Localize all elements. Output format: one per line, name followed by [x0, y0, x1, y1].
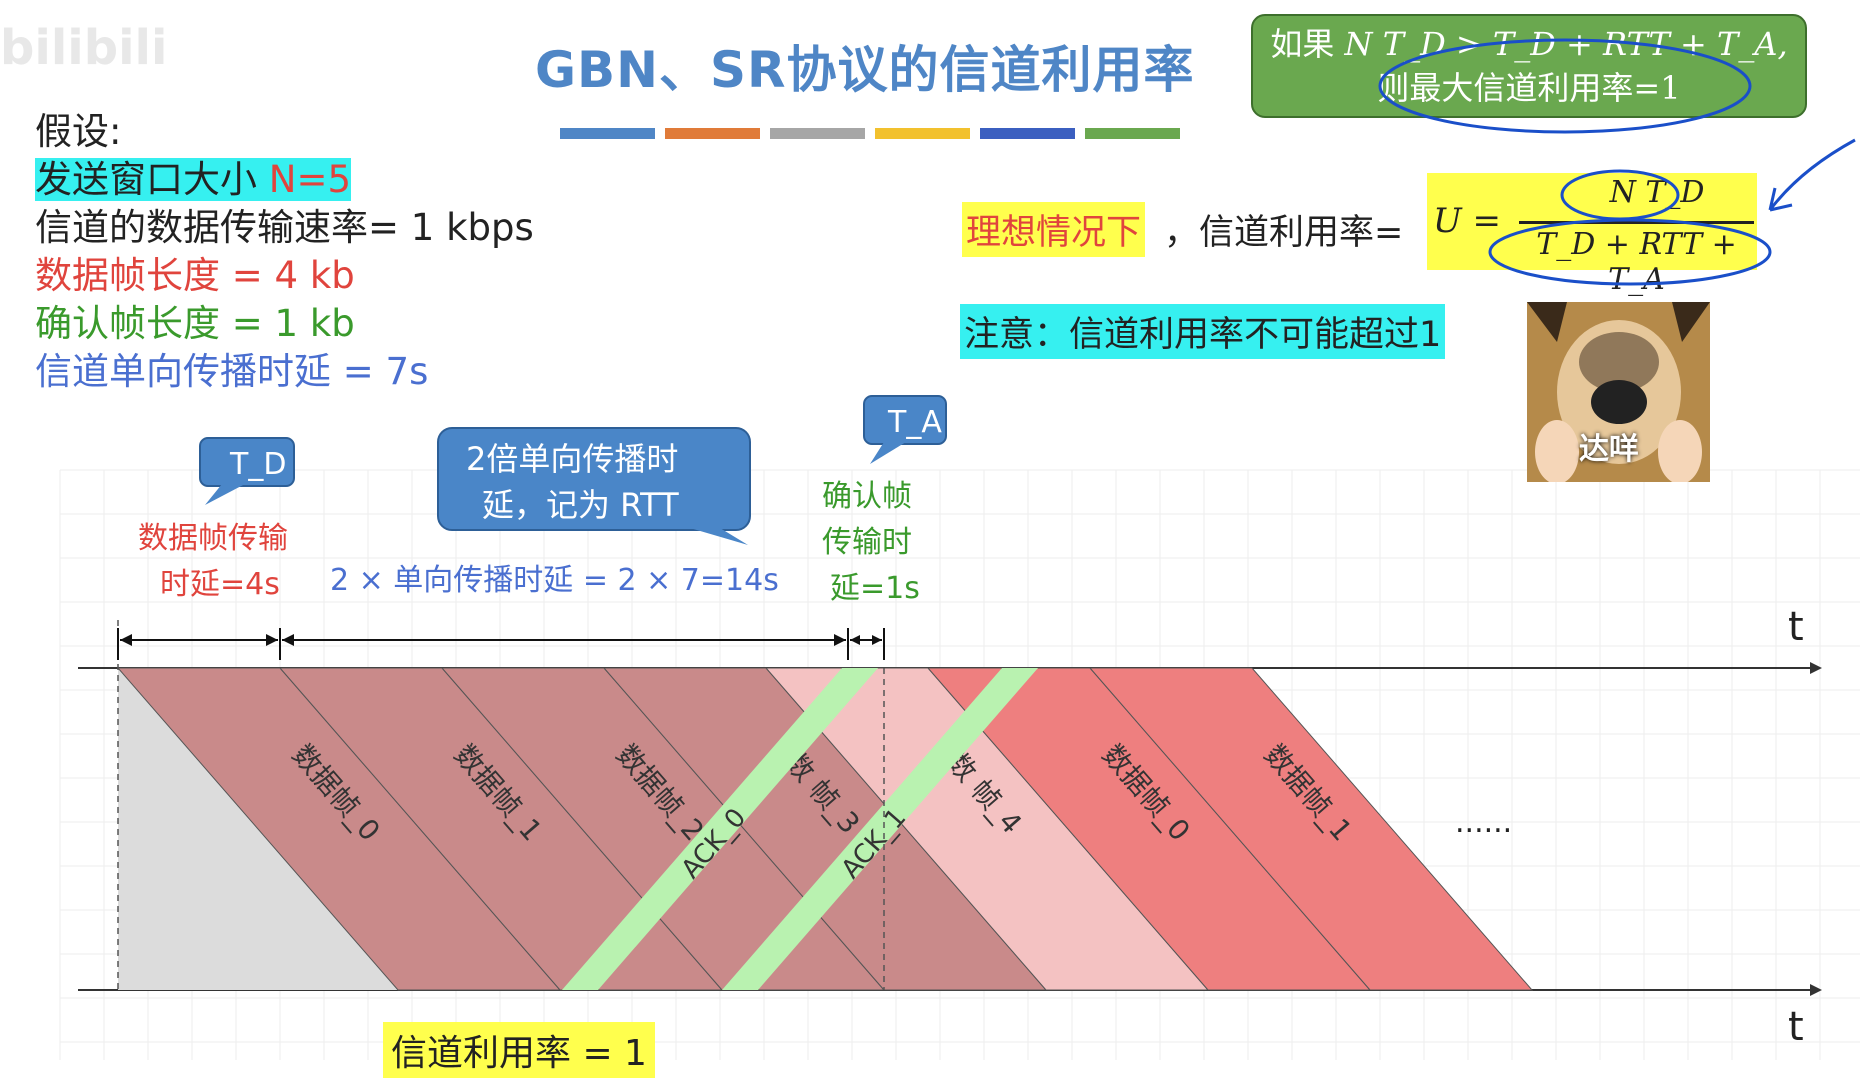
numerator-circle: [1560, 169, 1680, 221]
title-color-bars: [560, 128, 1180, 139]
note-text: 注意：信道利用率不可能超过1: [960, 304, 1446, 359]
measurement-arrowheads: [120, 634, 882, 646]
title-bar-3: [875, 128, 970, 139]
denominator-circle: [1488, 218, 1772, 286]
assumption-ack-frame: 确认帧长度 = 1 kb: [35, 302, 355, 345]
title-bar-1: [665, 128, 760, 139]
formula-numerator: N T_D: [1609, 175, 1705, 210]
fraction-bar: [1519, 221, 1754, 224]
assumption-data-frame: 数据帧长度 = 4 kb: [35, 254, 355, 297]
title-bar-0: [560, 128, 655, 139]
meme-caption: 达咩: [1579, 432, 1639, 467]
assumption-prop-delay: 信道单向传播时延 = 7s: [35, 350, 429, 393]
assumption-window: 发送窗口大小 N=5: [35, 158, 351, 202]
title-bar-4: [980, 128, 1075, 139]
sender-axis-arrow-icon: [1810, 662, 1822, 674]
dog-meme-icon: [1527, 302, 1710, 482]
callout-line2: 则最大信道利用率=1: [1377, 69, 1681, 107]
utilization-result: 信道利用率 = 1: [383, 1022, 655, 1078]
watermark-logo: bilibili: [0, 20, 168, 76]
ideal-label: 理想情况下: [962, 202, 1146, 257]
formula-denominator: T_D + RTT + T_A: [1536, 227, 1737, 297]
ack-band-1: [722, 668, 1038, 990]
rtt-bubble: [437, 427, 751, 545]
td-bubble-label: T_D: [229, 447, 286, 482]
page-title: GBN、SR协议的信道利用率: [535, 41, 1195, 99]
window-label: 发送窗口大小: [35, 158, 269, 201]
assumption-heading: 假设:: [35, 110, 122, 153]
callout-circle: [1378, 38, 1752, 134]
pointer-arrow-icon: [1768, 138, 1856, 212]
title-bar-5: [1085, 128, 1180, 139]
ta-annotation-line3: 延=1s: [830, 571, 920, 606]
formula-lhs: U =: [1433, 201, 1501, 241]
rtt-bubble-line2: 延，记为 RTT: [482, 486, 679, 524]
data-frame-6: [1088, 667, 1534, 991]
ta-bubble: [863, 395, 947, 464]
rtt-annotation: 2 × 单向传播时延 = 2 × 7=14s: [330, 563, 779, 598]
meme-image: 达咩: [1527, 302, 1710, 482]
receiver-axis-label: t: [1788, 1004, 1804, 1050]
title-bar-2: [770, 128, 865, 139]
rtt-bubble-line1: 2倍单向传播时: [466, 440, 678, 478]
assumption-rate: 信道的数据传输速率= 1 kbps: [35, 206, 534, 249]
sender-axis-label: t: [1788, 604, 1804, 650]
measurement-arrows: [117, 628, 885, 660]
ack-band-0: [562, 668, 878, 990]
utilization-formula: U = N T_D T_D + RTT + T_A: [1427, 173, 1757, 297]
callout-prefix: 如果: [1270, 25, 1345, 63]
td-annotation-line2: 时延=4s: [160, 567, 280, 602]
receiver-axis-arrow-icon: [1810, 984, 1822, 996]
td-bubble: [199, 437, 295, 505]
continuation-ellipsis: ......: [1455, 805, 1512, 840]
td-annotation-line1: 数据帧传输: [138, 521, 288, 556]
ta-annotation-line1: 确认帧: [822, 479, 912, 514]
ideal-suffix: ，信道利用率=: [1164, 213, 1404, 253]
window-value: N=5: [268, 158, 351, 201]
ta-annotation-line2: 传输时: [822, 525, 912, 560]
ta-bubble-label: T_A: [887, 405, 942, 440]
